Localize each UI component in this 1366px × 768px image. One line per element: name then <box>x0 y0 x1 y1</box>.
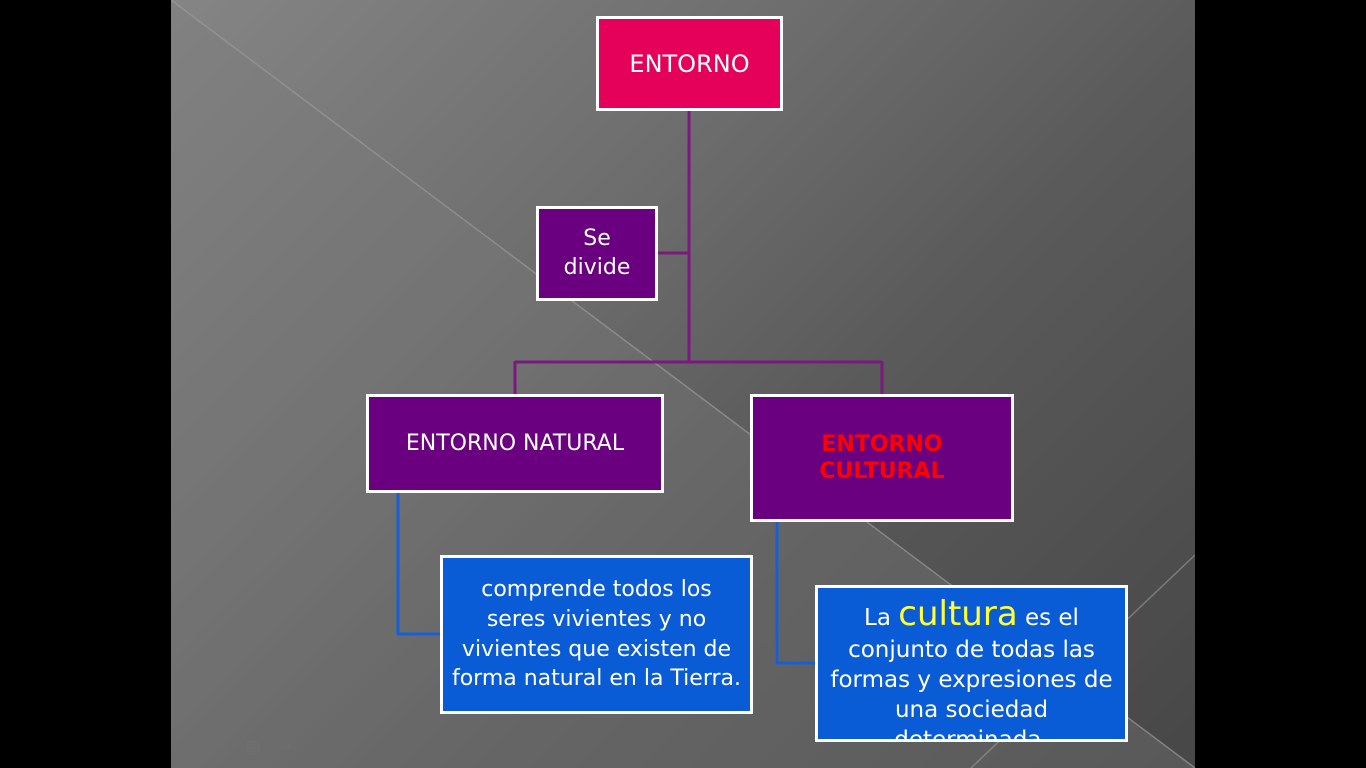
node-entorno-natural-label: ENTORNO NATURAL <box>405 431 625 456</box>
root-node-entorno: ENTORNO <box>596 16 783 111</box>
description-entorno-natural: comprende todos los seres vivientes y no… <box>440 555 753 714</box>
menu-icon[interactable]: ▤ <box>245 737 261 756</box>
connector-label-node: Se divide <box>536 206 658 301</box>
highlight-cultura: cultura <box>898 594 1018 634</box>
description-entorno-cultural: La cultura es el conjunto de todas las f… <box>815 585 1128 742</box>
slideshow-nav: ⇠ ✎ ▤ ⇢ <box>179 737 295 756</box>
description-entorno-cultural-text: La cultura es el conjunto de todas las f… <box>826 592 1117 742</box>
connector-lines <box>396 110 884 665</box>
description-entorno-natural-text: comprende todos los seres vivientes y no… <box>451 577 742 692</box>
root-node-label: ENTORNO <box>629 49 750 78</box>
node-entorno-cultural: ENTORNO CULTURAL <box>750 394 1014 522</box>
forward-arrow-icon[interactable]: ⇢ <box>278 737 292 756</box>
left-description-connector <box>396 492 442 636</box>
pen-icon[interactable]: ✎ <box>214 737 228 756</box>
description-prefix: La <box>864 605 899 631</box>
right-description-connector <box>775 521 817 665</box>
description-suffix: es el conjunto de todas las formas y exp… <box>830 605 1113 742</box>
connector-label-text: Se divide <box>563 225 631 280</box>
slide: ENTORNO Se divide ENTORNO NATURAL ENTORN… <box>171 0 1195 768</box>
node-entorno-cultural-label: ENTORNO CULTURAL <box>819 431 945 485</box>
node-entorno-natural: ENTORNO NATURAL <box>366 394 664 493</box>
back-arrow-icon[interactable]: ⇠ <box>182 737 196 756</box>
